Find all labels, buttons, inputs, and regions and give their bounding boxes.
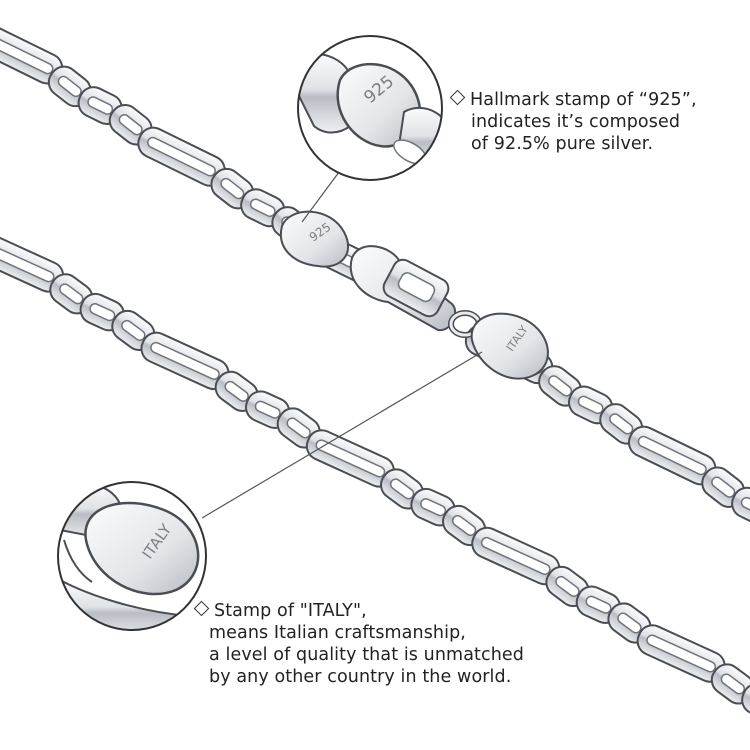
diamond-outline-icon (449, 89, 466, 106)
diamond-outline-icon (193, 600, 210, 617)
chain-link (731, 486, 750, 526)
italy-tag: ITALY (470, 312, 549, 380)
lobster-clasp (349, 245, 482, 338)
italy-callout-line-4: by any other country in the world. (209, 667, 512, 687)
hallmark-callout-line-3: of 92.5% pure silver. (471, 134, 654, 154)
hallmark-tag: 925 (279, 210, 350, 268)
italy-callout-line-2: means Italian craftsmanship, (209, 623, 466, 643)
chain-link (741, 683, 750, 722)
italy-leader-line (201, 351, 483, 519)
italy-callout-line-1: Stamp of "ITALY", (193, 600, 524, 622)
chain-link (305, 429, 395, 488)
hallmark-zoom-circle: 925 (297, 35, 443, 181)
italy-callout: Stamp of "ITALY", means Italian craftsma… (193, 600, 524, 688)
italy-callout-line-3: a level of quality that is unmatched (209, 645, 524, 665)
hallmark-callout-line-2: indicates it’s composed (471, 112, 681, 132)
hallmark-leader-line (301, 167, 343, 223)
chain-link (627, 425, 717, 486)
chain-link (701, 466, 746, 508)
hallmark-callout: Hallmark stamp of “925”, indicates it’s … (449, 89, 697, 155)
italy-zoom-circle: ITALY (57, 481, 207, 631)
hallmark-callout-line-1: Hallmark stamp of “925”, (449, 89, 697, 111)
